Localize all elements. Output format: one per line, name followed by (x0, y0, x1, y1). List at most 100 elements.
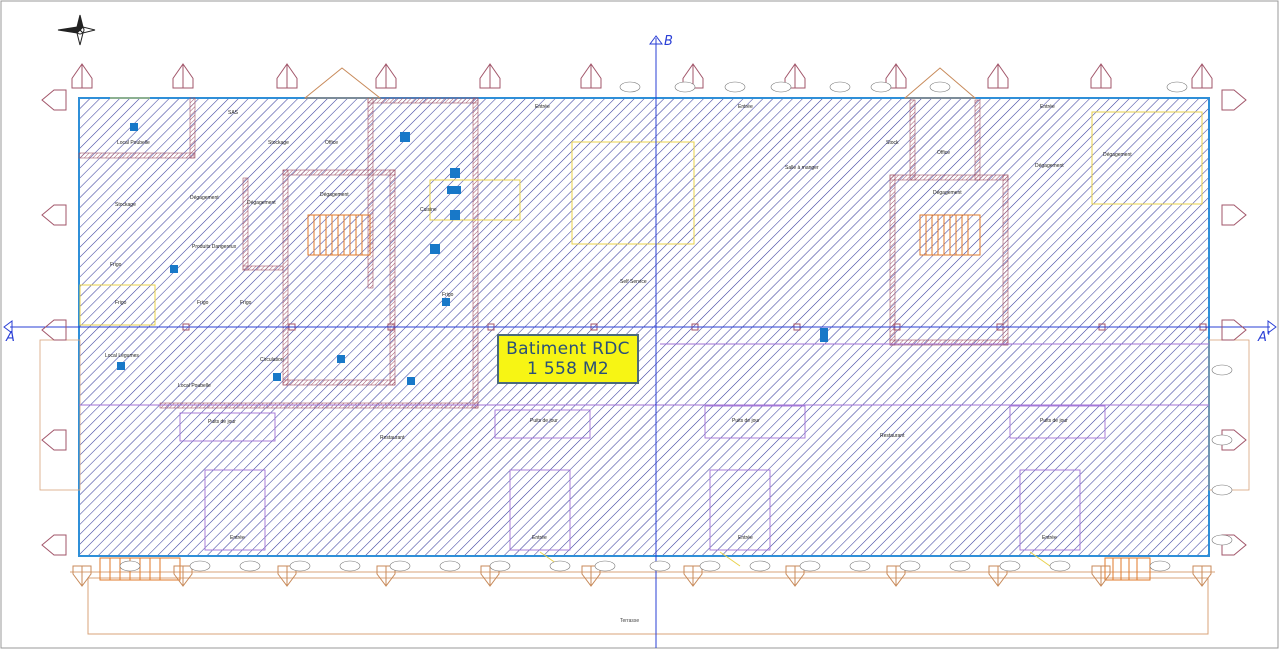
yellow-partitions (79, 97, 1203, 567)
facade-dormers-top (71, 63, 1213, 89)
room-label: Entrée (532, 535, 547, 541)
window-tag (549, 560, 571, 572)
section-a-left-label: A (6, 330, 15, 345)
terrace-label: Terrasse (620, 618, 640, 624)
north-arrow-icon (57, 14, 96, 46)
side-dormer (1221, 534, 1247, 556)
room-label: Entrée (230, 535, 245, 541)
room-label: Entrée (535, 104, 550, 110)
window-tag (1211, 534, 1233, 546)
window-tag (289, 560, 311, 572)
side-dormer (1221, 319, 1247, 341)
room-label: Restaurant (380, 435, 405, 441)
window-tag (829, 81, 851, 93)
room-label: Frigo (115, 300, 127, 306)
window-tag (929, 81, 951, 93)
right-core-walls (889, 99, 1009, 346)
dormer (683, 565, 703, 587)
room-label: Office (937, 150, 950, 156)
side-dormer (1221, 429, 1247, 451)
window-tag (489, 560, 511, 572)
room-label: Stockage (115, 202, 136, 208)
window-tag (1211, 434, 1233, 446)
window-tag (1166, 81, 1188, 93)
room-label: Frigo (240, 300, 252, 306)
dormer (580, 63, 602, 89)
equipment-marks (117, 123, 828, 385)
room-label: Cuisine (420, 207, 437, 213)
window-tag (949, 560, 971, 572)
room-label: Frigo (442, 292, 454, 298)
dormer (173, 565, 193, 587)
room-label: Dégagement (190, 195, 219, 201)
room-label: Puits de jour (1040, 418, 1068, 424)
room-label: Stockage (268, 140, 289, 146)
room-label: Entrée (1042, 535, 1057, 541)
window-tag (724, 81, 746, 93)
window-tag (799, 560, 821, 572)
section-b-label: B (664, 34, 673, 49)
room-label: Dégagement (1035, 163, 1064, 169)
area-callout: Batiment RDC 1 558 M2 (497, 334, 639, 384)
room-label: Entrée (1040, 104, 1055, 110)
window-tag (870, 81, 892, 93)
stair-bottom-left (99, 557, 181, 581)
window-tag (339, 560, 361, 572)
dormer (885, 63, 907, 89)
window-tag (1211, 484, 1233, 496)
window-tag (699, 560, 721, 572)
dormer (1091, 565, 1111, 587)
room-label: Produits Dangereux (192, 244, 237, 250)
room-label: Stock (886, 140, 899, 146)
room-label: Local Poubelle (117, 140, 150, 146)
window-tag (849, 560, 871, 572)
stair-bottom-right (1104, 557, 1151, 581)
room-label: Salle à manger (785, 165, 819, 171)
kitchen-walls (78, 97, 479, 409)
window-tag (1049, 560, 1071, 572)
gable-left (303, 67, 382, 99)
side-dormer (41, 429, 67, 451)
dormer (987, 63, 1009, 89)
side-dormer (1221, 89, 1247, 111)
stair-left (307, 214, 371, 256)
window-tags-bottom (119, 81, 1233, 572)
callout-area: 1 558 M2 (527, 359, 609, 379)
window-tag (674, 81, 696, 93)
window-tag (239, 560, 261, 572)
room-label: Local Légumes (105, 353, 139, 359)
window-tag (389, 560, 411, 572)
gable-right (903, 67, 977, 99)
window-tag (999, 560, 1021, 572)
room-label: Circulation (260, 357, 284, 363)
dormer (172, 63, 194, 89)
window-tag (770, 81, 792, 93)
room-label: Frigo (110, 262, 122, 268)
window-tag (594, 560, 616, 572)
window-tag (749, 560, 771, 572)
side-dormer (1221, 204, 1247, 226)
section-a-right-label: A' (1258, 330, 1271, 345)
stair-right (919, 214, 981, 256)
purple-partitions (79, 343, 1209, 551)
dormer (375, 63, 397, 89)
dormer (71, 63, 93, 89)
room-label: Dégagement (933, 190, 962, 196)
room-label: Frigo (197, 300, 209, 306)
dormer (682, 63, 704, 89)
facade-dormers-side (41, 89, 1247, 556)
room-label: Dégagement (320, 192, 349, 198)
window-tag (899, 560, 921, 572)
dormer (479, 63, 501, 89)
window-tag (439, 560, 461, 572)
callout-title: Batiment RDC (506, 339, 630, 359)
dormer (784, 63, 806, 89)
room-label: Entrée (738, 535, 753, 541)
room-label: Self Service (620, 279, 647, 285)
room-label: Office (325, 140, 338, 146)
room-label: Puits de jour (208, 419, 236, 425)
dormer (1090, 63, 1112, 89)
room-label: Puits de jour (732, 418, 760, 424)
